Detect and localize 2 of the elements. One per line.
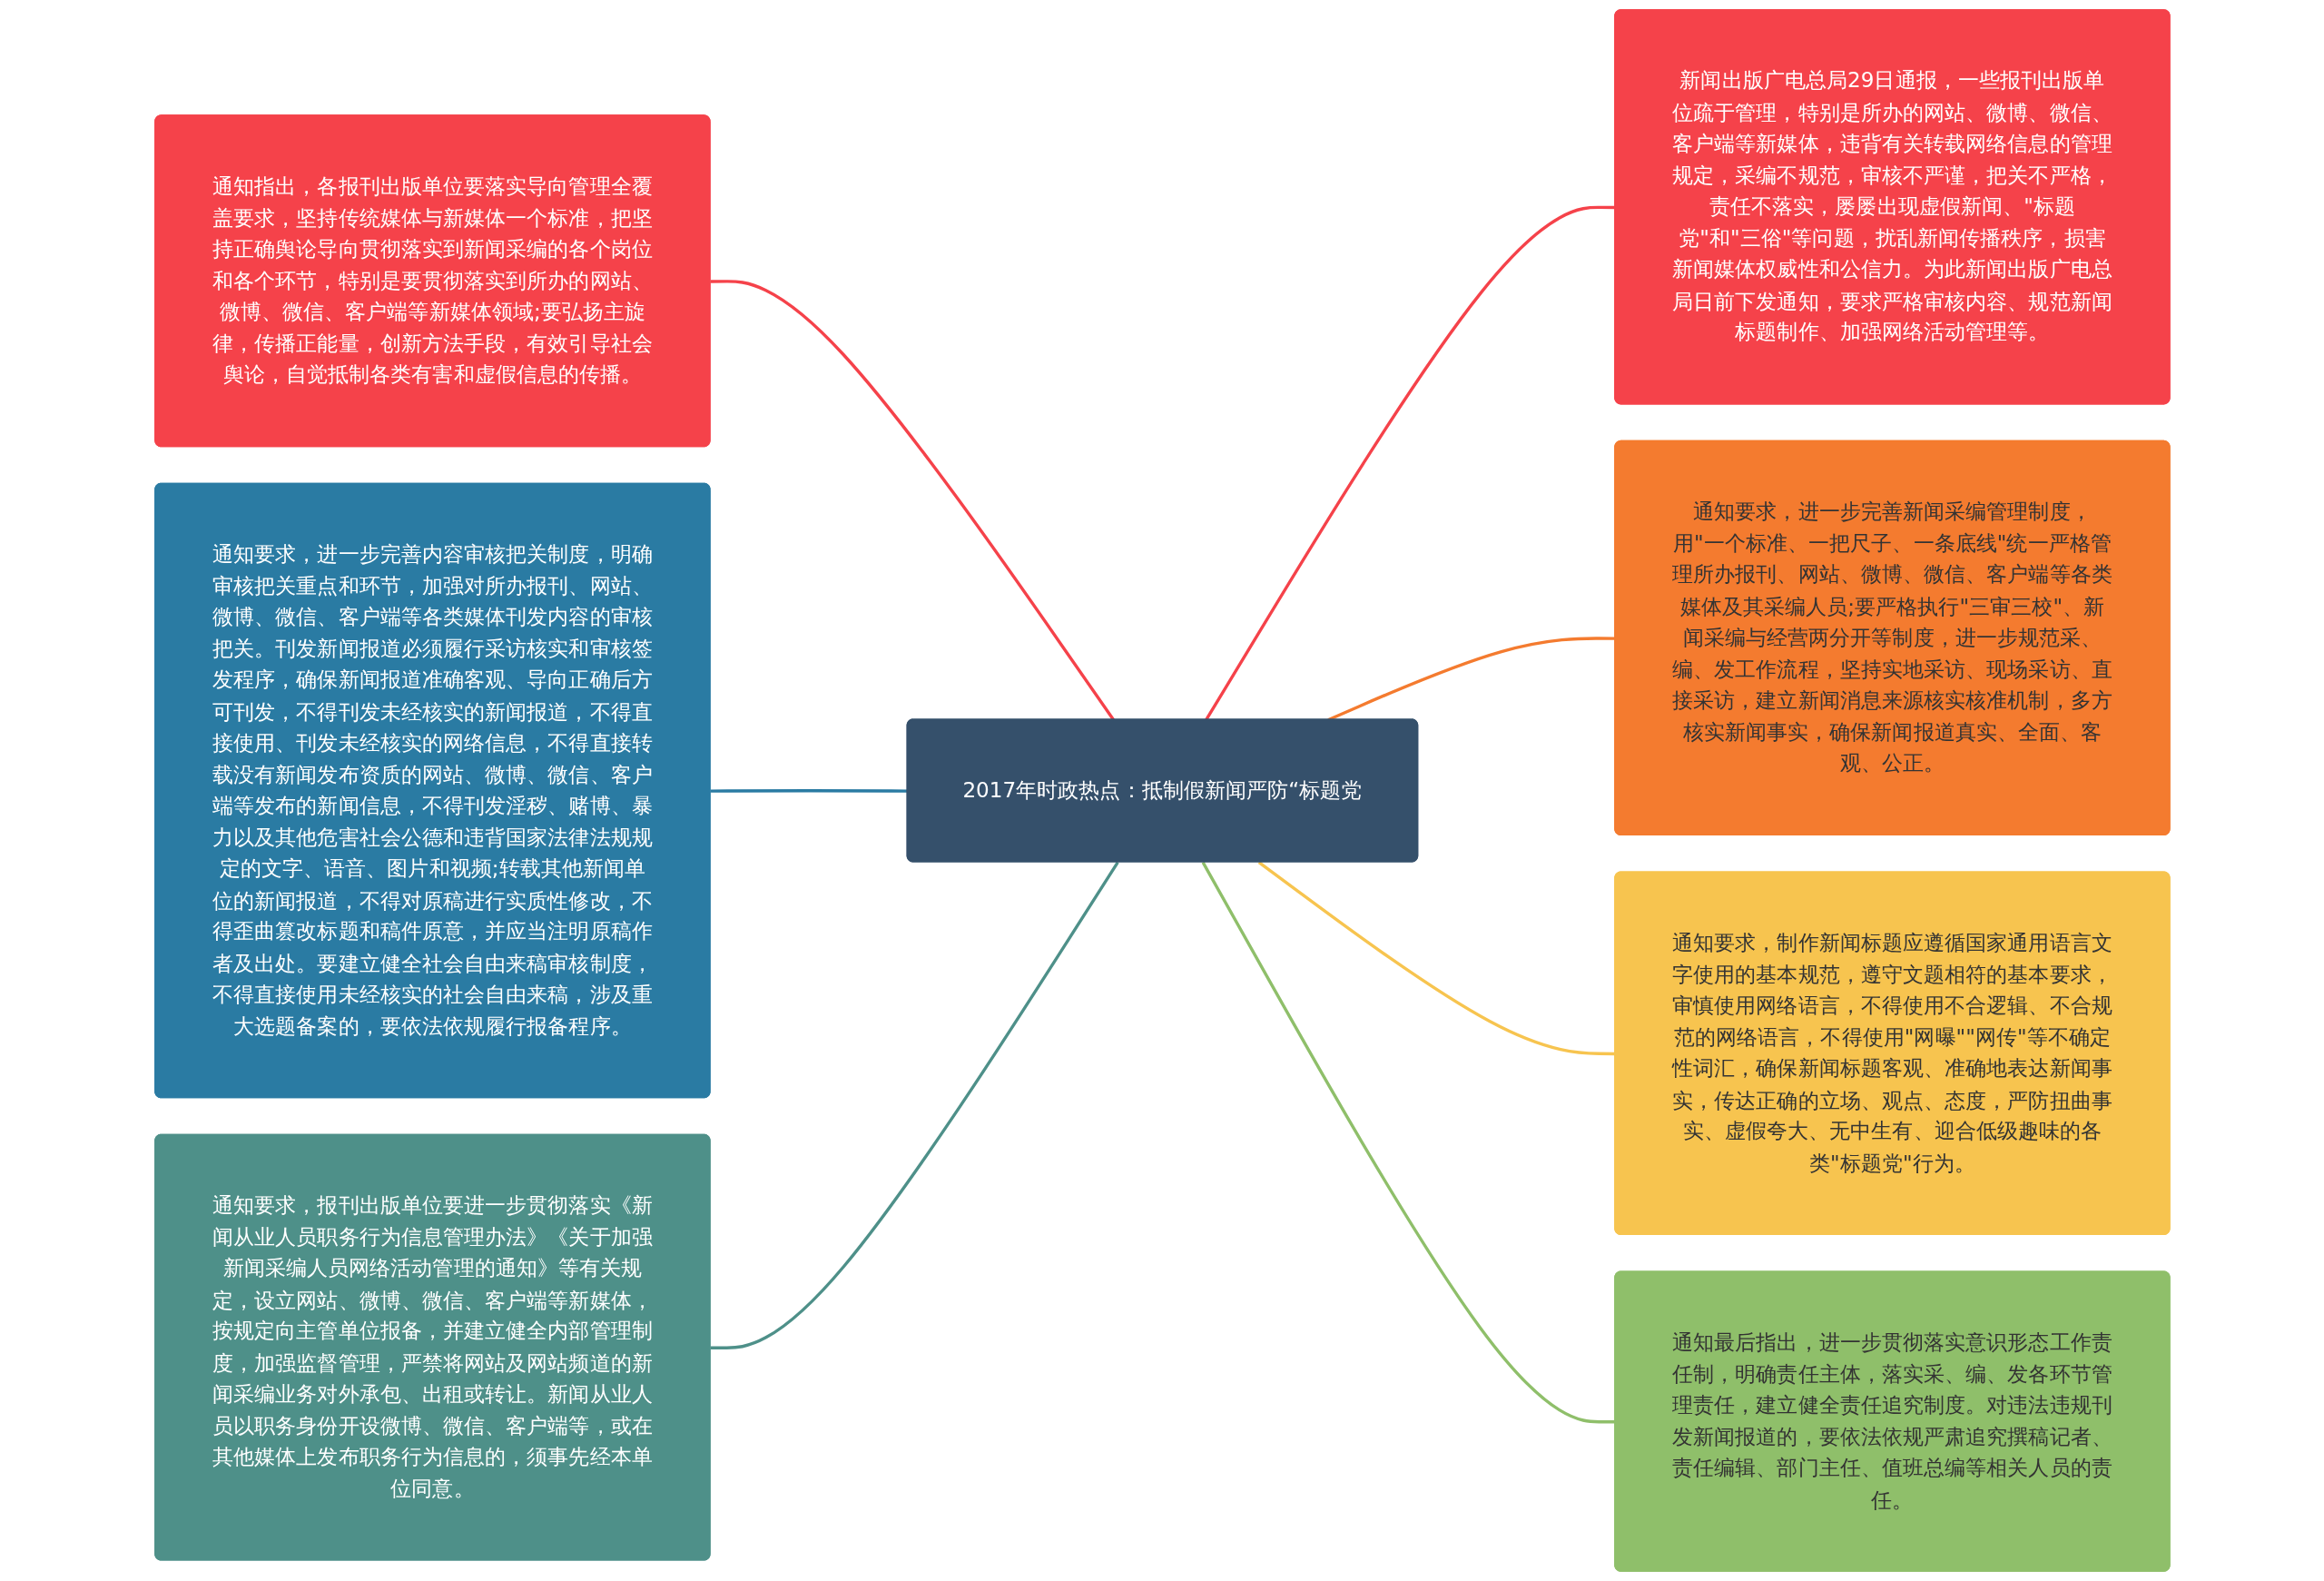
connector bbox=[710, 280, 1115, 721]
connector bbox=[710, 861, 1119, 1349]
